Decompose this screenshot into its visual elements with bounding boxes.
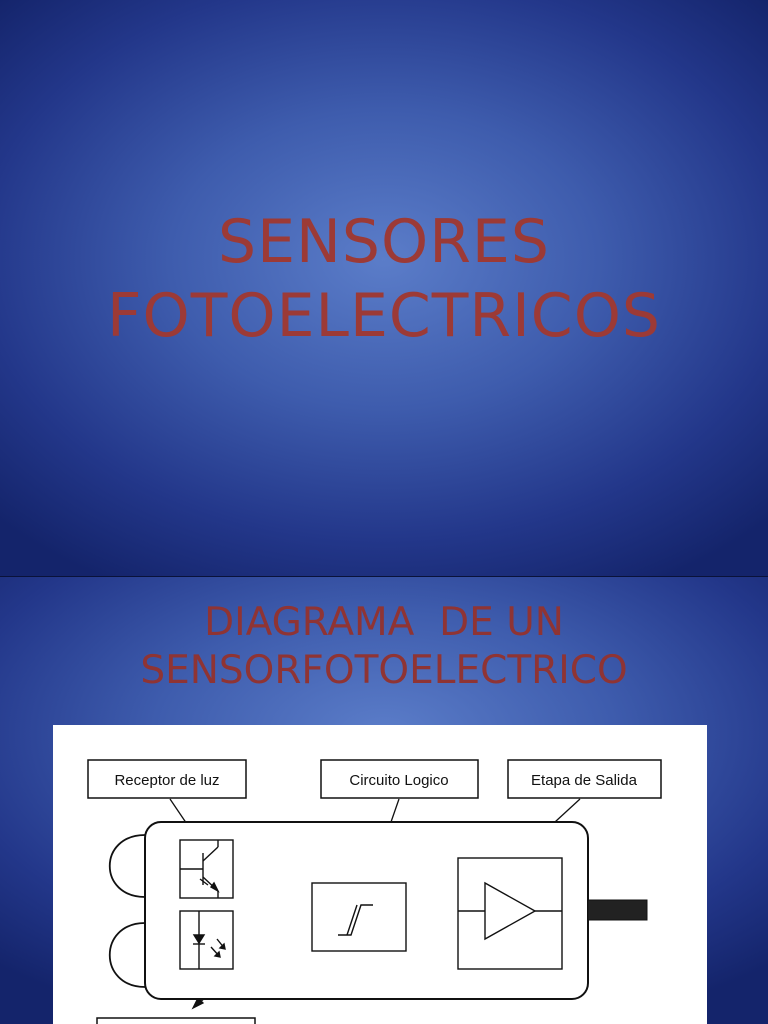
emisor-label-box bbox=[96, 1017, 256, 1024]
photodiode-symbol bbox=[179, 910, 234, 970]
sensor-block-diagram: Receptor de luz Circuito Logico Etapa de… bbox=[53, 725, 707, 1024]
receptor-label-box bbox=[87, 759, 247, 799]
phototransistor-symbol bbox=[179, 839, 234, 899]
receptor-label: Receptor de luz bbox=[114, 772, 219, 789]
circuito-label-box bbox=[320, 759, 479, 799]
circuito-label: Circuito Logico bbox=[349, 772, 448, 789]
title-line-1: SENSORES bbox=[218, 207, 550, 277]
slide-title: SENSORES FOTOELECTRICOS bbox=[0, 0, 768, 576]
schmitt-trigger-symbol bbox=[311, 882, 407, 952]
slide-2-title: DIAGRAMA DE UN SENSORFOTOELECTRICO bbox=[0, 599, 768, 695]
slide-diagram: DIAGRAMA DE UN SENSORFOTOELECTRICO Recep… bbox=[0, 577, 768, 1024]
slide-title-text: SENSORES FOTOELECTRICOS bbox=[0, 205, 768, 353]
output-cable bbox=[587, 899, 648, 921]
receiver-lens bbox=[109, 922, 146, 988]
diagram-svg: Receptor de luz Circuito Logico Etapa de… bbox=[87, 759, 662, 1024]
amplifier-symbol bbox=[457, 857, 563, 970]
slide-divider bbox=[0, 576, 768, 577]
title-line-2: FOTOELECTRICOS bbox=[107, 281, 661, 351]
etapa-label-box bbox=[507, 759, 662, 799]
emitter-lens bbox=[109, 834, 146, 898]
etapa-label: Etapa de Salida bbox=[531, 772, 638, 789]
title-line-1: DIAGRAMA DE UN bbox=[204, 600, 564, 645]
title-line-2: SENSORFOTOELECTRICO bbox=[140, 648, 628, 693]
